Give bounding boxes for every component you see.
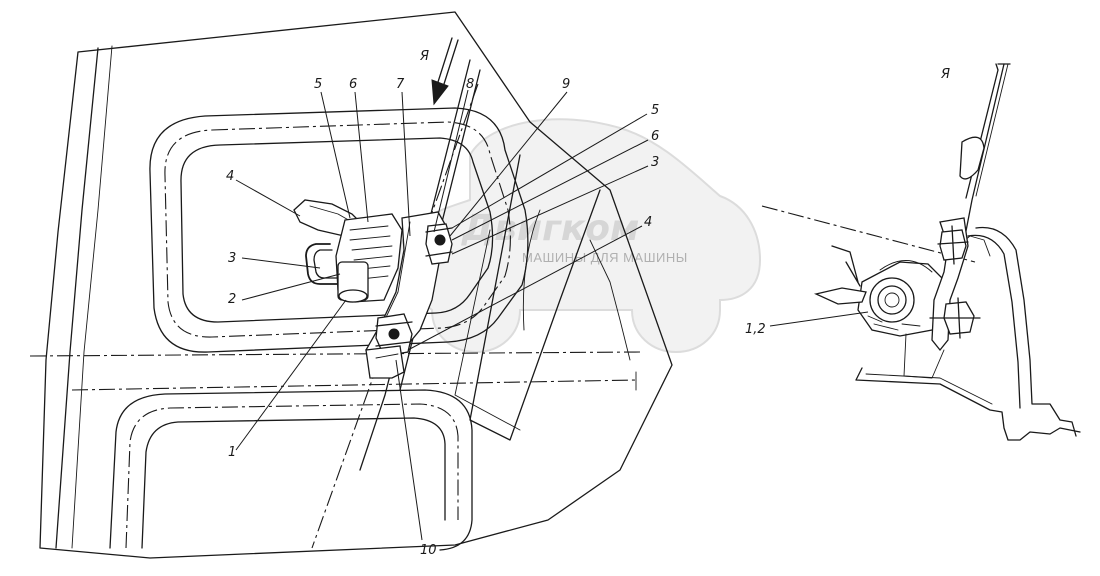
side-glass-line-3 (975, 63, 1009, 197)
recess-lower-outer (109, 389, 473, 551)
side-lock-cylinder-inner (877, 285, 907, 315)
side-body-panel-inner (967, 234, 1021, 409)
callout-8: 8 (466, 77, 474, 92)
side-body-panel (975, 226, 1077, 437)
centerline-horizontal-2 (71, 379, 637, 391)
side-axis (761, 205, 976, 263)
side-lock-cylinder-core (884, 292, 900, 308)
callout-4-right: 4 (644, 215, 652, 230)
recess-lower-centerline (125, 403, 459, 549)
side-glass-line-2 (965, 63, 999, 199)
callout-9: 9 (562, 77, 570, 92)
side-lock-arc (879, 260, 933, 273)
callout-7: 7 (396, 77, 405, 92)
watermark: Двигком МАШИНЫ ДЛЯ МАШИНЫ (397, 118, 762, 354)
housing-hatching (349, 225, 393, 281)
panel-left-edge-fold-inner (71, 45, 113, 549)
side-lock-cylinder (869, 277, 915, 323)
callout-6-top: 6 (349, 77, 357, 92)
callout-5-top: 5 (314, 77, 322, 92)
leader-2 (241, 273, 341, 301)
callout-10: 10 (420, 543, 437, 558)
view-direction-arrow: Я (419, 37, 459, 106)
latch-tongue-slot (375, 353, 399, 359)
recess-upper-centerline (164, 121, 511, 338)
callout-4-left: 4 (226, 169, 234, 184)
sill-line-4 (454, 229, 521, 431)
panel-left-edge-fold (55, 47, 99, 549)
wire-loop (305, 243, 341, 285)
watermark-tagline: МАШИНЫ ДЛЯ МАШИНЫ (522, 250, 688, 265)
leader-8 (433, 89, 469, 233)
bolt-upper-nut (434, 234, 446, 246)
leader-1 (235, 299, 347, 451)
centerline-horizontal-1 (29, 351, 641, 357)
side-sill (855, 367, 1081, 441)
side-sill-inner (865, 373, 993, 405)
callout-1-2: 1,2 (745, 322, 766, 337)
recess-upper-inner (180, 137, 494, 323)
leader-6b (451, 139, 649, 241)
wire-loop-inner (313, 249, 341, 279)
view-label-main: Я (419, 49, 429, 64)
arrow-shaft-1 (437, 37, 453, 83)
watermark-brand: Двигком (461, 208, 639, 249)
callout-3-right: 3 (651, 155, 659, 170)
main-view: Я (29, 11, 673, 559)
door-edge-arc (522, 209, 541, 331)
leader-1-2 (769, 311, 869, 327)
cylinder-face (338, 289, 368, 303)
bolt-upper-washer (425, 227, 453, 257)
bolt-lower-nut (388, 328, 400, 340)
side-bolt-lower-cross (929, 297, 981, 339)
leader-10 (395, 359, 423, 541)
leader-5b (451, 113, 648, 229)
side-lock-handle (813, 287, 867, 305)
side-view: Я 1,2 (745, 63, 1081, 441)
lock-assembly (293, 199, 453, 379)
arrow-head (431, 79, 449, 106)
panel-outline (39, 11, 673, 559)
sill-line-1 (359, 59, 471, 471)
leader-3a (241, 257, 321, 269)
side-seal-bulb (959, 136, 985, 180)
leader-4b (407, 225, 643, 351)
leader-6a (354, 91, 369, 223)
side-bolt-upper-cross (937, 225, 969, 265)
callout-6-right: 6 (651, 129, 659, 144)
callout-1: 1 (228, 445, 236, 460)
arrow-shaft-2 (443, 39, 459, 85)
callout-2: 2 (228, 292, 236, 307)
recess-lower-inner (141, 417, 446, 549)
leader-4a (235, 179, 301, 217)
recess-upper-outer (149, 107, 529, 353)
view-label-side: Я (940, 67, 950, 82)
leader-lines-main (235, 89, 649, 541)
side-bracket-foot (903, 333, 945, 379)
leader-7 (401, 91, 411, 237)
callout-5-right: 5 (651, 103, 659, 118)
callouts-main: 5 6 7 8 9 5 6 3 4 4 3 2 1 10 (226, 77, 659, 558)
side-lock-lever (831, 245, 861, 287)
leader-9 (449, 91, 568, 237)
sill-line-3 (469, 154, 601, 441)
sill-line-5 (589, 239, 631, 361)
leader-5a (320, 91, 351, 219)
bolt-lower-washer (375, 321, 413, 347)
callout-3-left: 3 (228, 251, 236, 266)
leader-3b (451, 165, 649, 255)
side-lock-hatch (867, 315, 921, 331)
